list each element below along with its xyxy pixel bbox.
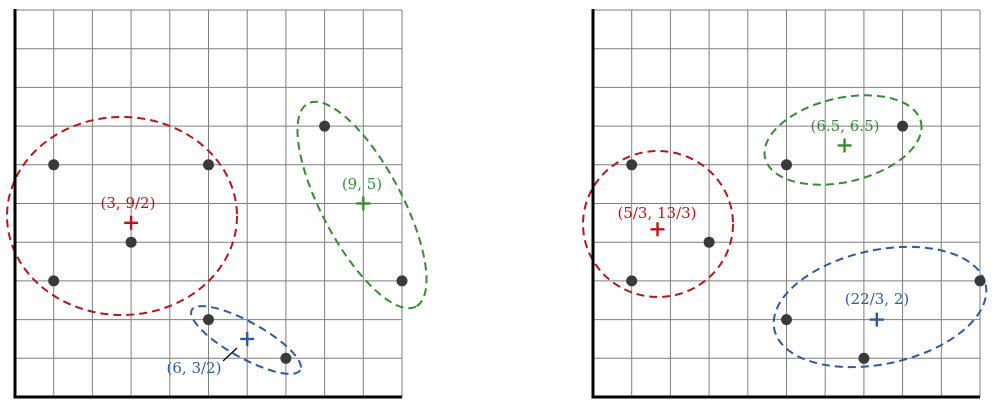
data-point — [703, 236, 715, 248]
data-point — [974, 275, 986, 287]
right-centroids — [650, 138, 884, 327]
right-cluster-ellipses — [582, 94, 988, 369]
right-panel: (5/3, 13/3) (6.5, 6.5) (22/3, 2) — [582, 9, 988, 399]
left-axes — [13, 9, 402, 399]
data-point — [626, 275, 638, 287]
data-point — [280, 352, 292, 364]
data-point — [319, 120, 331, 132]
data-point — [48, 159, 60, 171]
data-point — [203, 314, 214, 326]
data-point — [781, 314, 792, 326]
blue-cluster-ellipse — [190, 305, 302, 375]
red-cluster-ellipse — [582, 150, 734, 298]
red-centroid-label: (3, 9/2) — [101, 194, 156, 212]
left-points — [48, 120, 408, 364]
left-panel: (3, 9/2) (9, 5) (6, 3/2) — [6, 9, 428, 399]
green-centroid-label: (6.5, 6.5) — [811, 117, 880, 135]
red-cluster-ellipse — [6, 116, 238, 316]
green-cluster-ellipse — [296, 100, 428, 310]
data-point — [396, 275, 408, 287]
blue-centroid-label: (6, 3/2) — [167, 359, 222, 377]
blue-label-leader-line — [222, 347, 238, 362]
blue-centroid-label: (22/3, 2) — [845, 290, 909, 308]
green-centroid-label: (9, 5) — [342, 175, 382, 193]
blue-cluster-ellipse — [772, 245, 988, 369]
red-centroid-label: (5/3, 13/3) — [617, 204, 696, 222]
green-cluster-ellipse — [763, 94, 923, 186]
left-cluster-ellipses — [6, 100, 428, 375]
right-axes — [591, 9, 980, 399]
data-point — [897, 120, 909, 132]
data-point — [781, 159, 792, 171]
data-point — [858, 352, 870, 364]
data-point — [48, 275, 60, 287]
left-centroids — [124, 196, 371, 346]
left-grid — [14, 9, 403, 398]
data-point — [203, 159, 214, 171]
data-point — [626, 159, 638, 171]
right-points — [626, 120, 986, 364]
data-point — [125, 236, 137, 248]
